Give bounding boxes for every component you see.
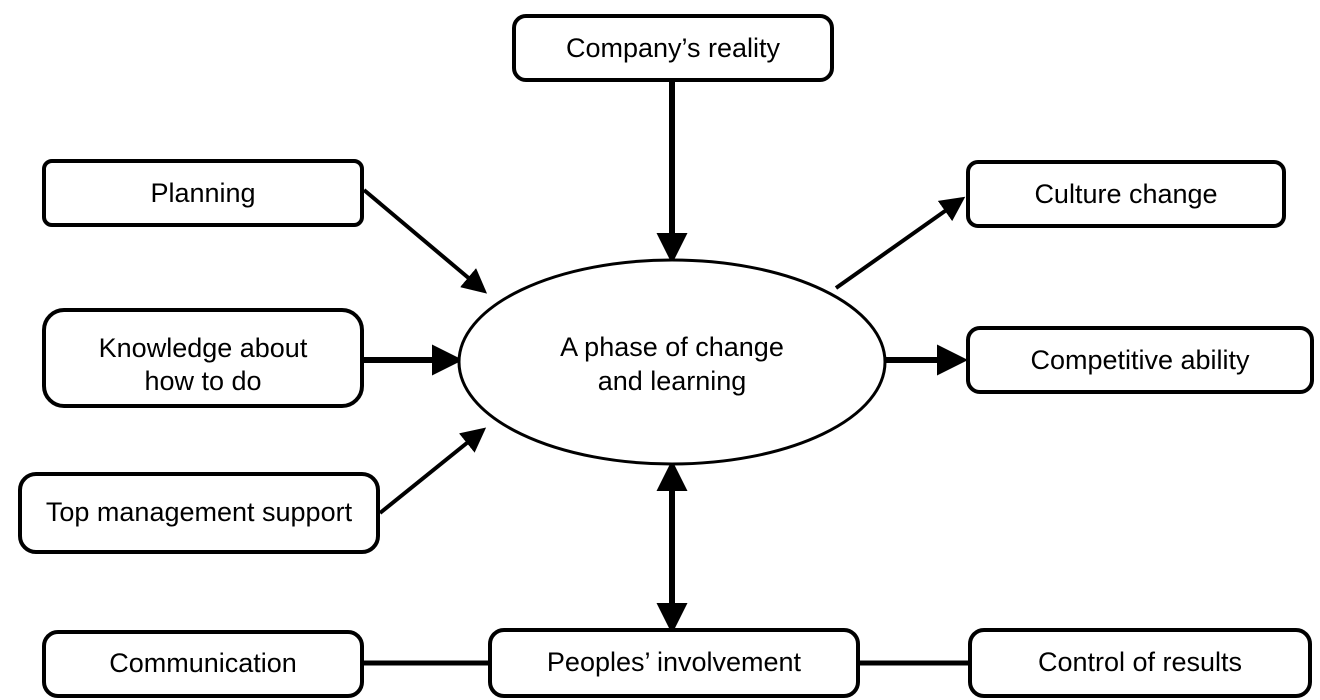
- node-competitive-ability[interactable]: Competitive ability: [966, 326, 1314, 394]
- node-culture-change[interactable]: Culture change: [966, 160, 1286, 228]
- edge-center-to-culture-change-line: [834, 196, 966, 290]
- culture-change-label: Culture change: [1034, 179, 1217, 209]
- edge-top-management-to-center-line: [378, 427, 487, 515]
- top-management-support-label: Top management support: [46, 497, 353, 527]
- companys-reality-box[interactable]: [512, 14, 834, 82]
- competitive-ability-box[interactable]: [966, 326, 1314, 394]
- planning-label: Planning: [150, 178, 255, 208]
- node-communication[interactable]: Communication: [42, 630, 364, 698]
- knowledge-about-how-to-do-box[interactable]: [42, 308, 364, 408]
- communication-label: Communication: [109, 648, 297, 678]
- center-ellipse[interactable]: [457, 258, 887, 466]
- competitive-ability-label: Competitive ability: [1030, 345, 1250, 375]
- center-label-line2: and learning: [598, 366, 747, 396]
- center-label-line1: A phase of change: [560, 332, 784, 362]
- edge-planning-to-center-line: [362, 188, 488, 294]
- edge-top-management-to-center: [378, 427, 487, 515]
- culture-change-box[interactable]: [966, 160, 1286, 228]
- companys-reality-label: Company’s reality: [566, 33, 781, 63]
- node-center-phase-of-change[interactable]: A phase of change and learning: [457, 258, 887, 466]
- node-planning[interactable]: Planning: [42, 159, 364, 227]
- peoples-involvement-label: Peoples’ involvement: [547, 647, 802, 677]
- peoples-involvement-box[interactable]: [488, 628, 860, 698]
- knowledge-about-how-to-do-label-line2: how to do: [144, 366, 261, 396]
- node-peoples-involvement[interactable]: Peoples’ involvement: [488, 628, 860, 698]
- node-top-management-support[interactable]: Top management support: [18, 472, 380, 554]
- top-management-support-box[interactable]: [18, 472, 380, 554]
- node-companys-reality[interactable]: Company’s reality: [512, 14, 834, 82]
- node-knowledge-about-how-to-do[interactable]: Knowledge about how to do: [42, 308, 364, 408]
- control-of-results-label: Control of results: [1038, 647, 1242, 677]
- control-of-results-box[interactable]: [968, 628, 1312, 698]
- planning-box[interactable]: [42, 159, 364, 227]
- knowledge-about-how-to-do-label-line1: Knowledge about: [99, 333, 308, 363]
- communication-box[interactable]: [42, 630, 364, 698]
- edge-center-to-culture-change: [834, 196, 966, 290]
- node-control-of-results[interactable]: Control of results: [968, 628, 1312, 698]
- edge-planning-to-center: [362, 188, 488, 294]
